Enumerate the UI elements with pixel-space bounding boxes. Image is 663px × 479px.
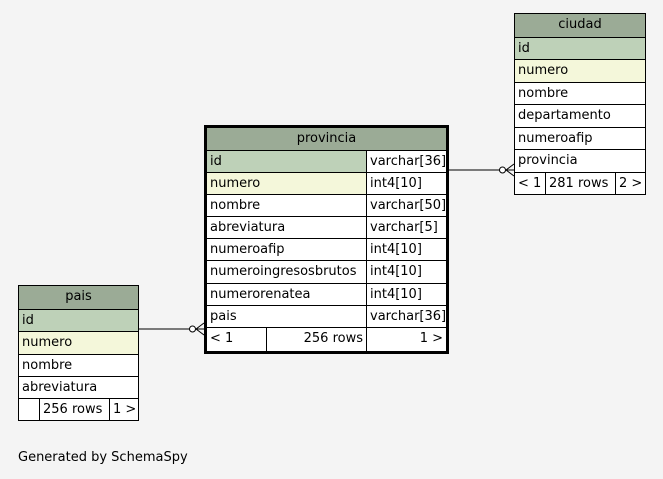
table-header: provincia bbox=[207, 128, 446, 150]
column-type: varchar[50] bbox=[366, 195, 446, 216]
prev-link[interactable]: < 1 bbox=[518, 176, 542, 191]
column-type: int4[10] bbox=[366, 261, 446, 283]
table-row: id varchar[36] bbox=[207, 150, 446, 172]
table-provincia[interactable]: provincia id varchar[36] numero int4[10]… bbox=[204, 125, 449, 354]
column-name: numeroafip bbox=[210, 242, 285, 257]
column-name: numerorenatea bbox=[210, 287, 311, 302]
next-link[interactable]: 1 > bbox=[366, 328, 446, 351]
column-name: numero bbox=[518, 63, 569, 78]
column-name: nombre bbox=[210, 198, 261, 213]
table-footer: < 1 256 rows 1 > bbox=[207, 327, 446, 351]
table-row: departamento bbox=[515, 104, 645, 127]
relationship-pais-provincia bbox=[139, 322, 205, 336]
column-type: varchar[5] bbox=[366, 217, 446, 238]
table-row: numero bbox=[19, 331, 138, 354]
column-name: abreviatura bbox=[22, 380, 98, 395]
table-row: pais varchar[36] bbox=[207, 305, 446, 327]
column-type: varchar[36] bbox=[366, 306, 446, 327]
table-header: pais bbox=[19, 286, 138, 309]
column-name: numeroafip bbox=[518, 131, 593, 146]
table-ciudad[interactable]: ciudad id numero nombre departamento num… bbox=[514, 13, 646, 195]
table-row: numeroafip bbox=[515, 127, 645, 149]
table-row: id bbox=[515, 37, 645, 59]
column-type: int4[10] bbox=[366, 173, 446, 194]
table-row: provincia bbox=[515, 149, 645, 172]
table-row: numero int4[10] bbox=[207, 172, 446, 194]
table-header: ciudad bbox=[515, 14, 645, 37]
column-name: id bbox=[22, 313, 34, 328]
row-count: 256 rows bbox=[39, 399, 109, 420]
column-type: int4[10] bbox=[366, 284, 446, 305]
prev-link[interactable]: < 1 bbox=[210, 331, 234, 346]
column-type: int4[10] bbox=[366, 239, 446, 260]
column-type: varchar[36] bbox=[366, 151, 446, 172]
row-count: 256 rows bbox=[266, 328, 366, 351]
table-row: numeroafip int4[10] bbox=[207, 238, 446, 260]
next-link[interactable]: 1 > bbox=[109, 399, 138, 420]
column-name: numero bbox=[22, 335, 73, 350]
column-name: id bbox=[518, 41, 530, 56]
table-row: abreviatura varchar[5] bbox=[207, 216, 446, 238]
table-pais[interactable]: pais id numero nombre abreviatura 256 ro… bbox=[18, 285, 139, 421]
column-name: nombre bbox=[518, 86, 569, 101]
column-name: numero bbox=[210, 176, 261, 191]
column-name: pais bbox=[210, 309, 237, 324]
table-row: abreviatura bbox=[19, 376, 138, 398]
table-title: pais bbox=[65, 289, 92, 304]
table-row: nombre varchar[50] bbox=[207, 194, 446, 216]
table-footer: < 1 281 rows 2 > bbox=[515, 172, 645, 194]
column-name: id bbox=[210, 154, 222, 169]
relationship-provincia-ciudad bbox=[449, 163, 515, 177]
row-count: 281 rows bbox=[545, 173, 615, 194]
table-row: nombre bbox=[515, 82, 645, 104]
column-name: provincia bbox=[518, 153, 578, 168]
next-link[interactable]: 2 > bbox=[615, 173, 645, 194]
column-name: departamento bbox=[518, 108, 611, 123]
column-name: numeroingresosbrutos bbox=[210, 264, 357, 279]
table-title: provincia bbox=[296, 131, 357, 146]
generated-by-label: Generated by SchemaSpy bbox=[18, 450, 188, 465]
column-name: abreviatura bbox=[210, 220, 286, 235]
table-row: numerorenatea int4[10] bbox=[207, 283, 446, 305]
table-footer: 256 rows 1 > bbox=[19, 398, 138, 420]
column-name: nombre bbox=[22, 358, 73, 373]
table-title: ciudad bbox=[558, 17, 602, 32]
table-row: id bbox=[19, 309, 138, 331]
table-row: numero bbox=[515, 59, 645, 82]
table-row: numeroingresosbrutos int4[10] bbox=[207, 260, 446, 283]
table-row: nombre bbox=[19, 354, 138, 376]
